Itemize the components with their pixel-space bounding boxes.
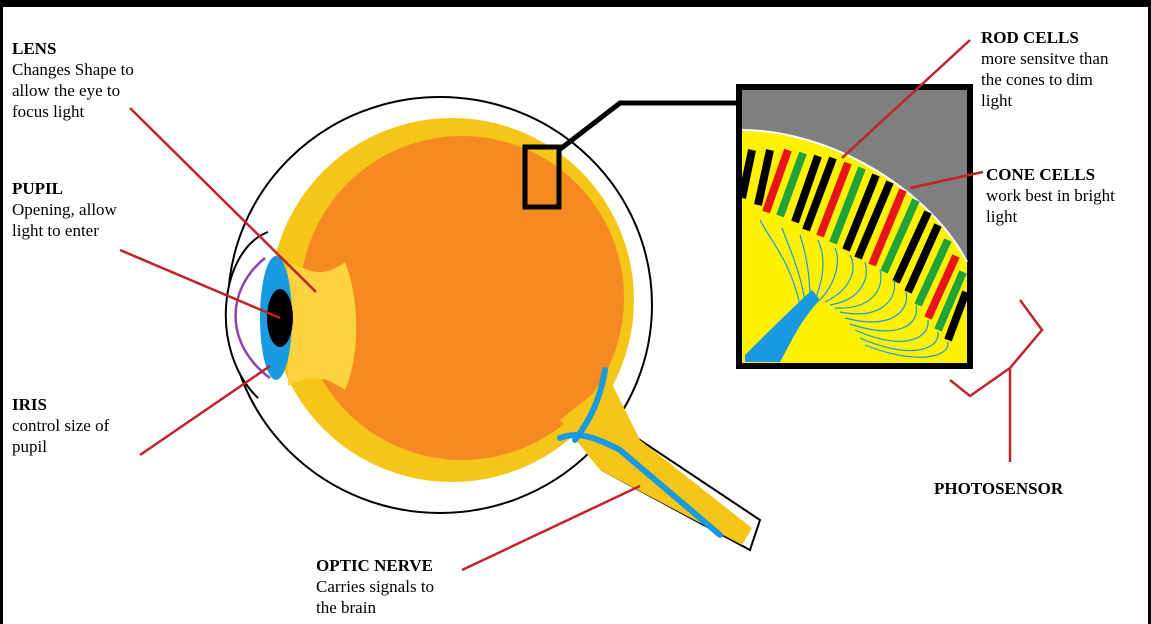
lens-desc-2: allow the eye to xyxy=(12,80,134,101)
optic-nerve-label: OPTIC NERVE Carries signals to the brain xyxy=(316,555,434,618)
zoom-connector xyxy=(559,103,740,150)
photosensor-label: PHOTOSENSOR xyxy=(934,478,1063,499)
iris-desc-2: pupil xyxy=(12,436,109,457)
photosensor-title: PHOTOSENSOR xyxy=(934,478,1063,499)
pupil-label: PUPIL Opening, allow light to enter xyxy=(12,178,117,241)
iris-desc-1: control size of xyxy=(12,415,109,436)
cone-cells-desc-1: work best in bright xyxy=(986,185,1115,206)
cone-cells-title: CONE CELLS xyxy=(986,164,1115,185)
lens-title: LENS xyxy=(12,38,134,59)
lens-desc-1: Changes Shape to xyxy=(12,59,134,80)
rod-cells-desc-2: the cones to dim xyxy=(981,69,1108,90)
pupil-desc-2: light to enter xyxy=(12,220,117,241)
lens xyxy=(288,262,356,390)
pupil-desc-1: Opening, allow xyxy=(12,199,117,220)
iris-label: IRIS control size of pupil xyxy=(12,394,109,457)
cone-cells-desc-2: light xyxy=(986,206,1115,227)
cone-cells-label: CONE CELLS work best in bright light xyxy=(986,164,1115,227)
rod-cells-label: ROD CELLS more sensitve than the cones t… xyxy=(981,27,1108,111)
rod-cells-desc-3: light xyxy=(981,90,1108,111)
rod-cells-title: ROD CELLS xyxy=(981,27,1108,48)
optic-nerve-desc-1: Carries signals to xyxy=(316,576,434,597)
retina-inset xyxy=(739,87,970,366)
iris-pointer xyxy=(140,366,270,455)
optic-nerve xyxy=(560,380,752,545)
iris-title: IRIS xyxy=(12,394,109,415)
lens-label: LENS Changes Shape to allow the eye to f… xyxy=(12,38,134,122)
rod-cells-desc-1: more sensitve than xyxy=(981,48,1108,69)
pupil-title: PUPIL xyxy=(12,178,117,199)
lens-desc-3: focus light xyxy=(12,101,134,122)
optic-nerve-title: OPTIC NERVE xyxy=(316,555,434,576)
optic-nerve-desc-2: the brain xyxy=(316,597,434,618)
